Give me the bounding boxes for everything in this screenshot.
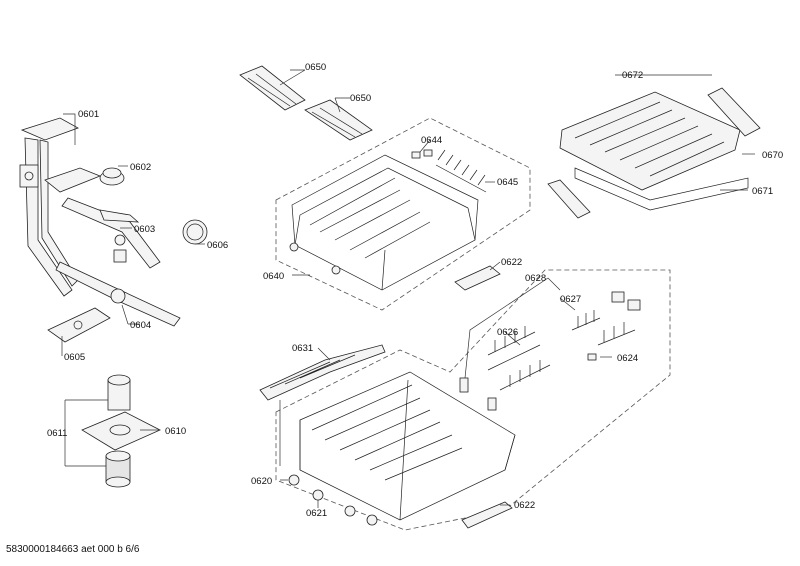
fold-down-tines-0627 (571, 310, 636, 346)
upper-spray-arm-0603 (61, 197, 161, 269)
label-0628: 0628 (525, 273, 546, 284)
label-0606: 0606 (207, 240, 228, 251)
document-reference: 5830000184663 aet 000 b 6/6 (6, 544, 140, 555)
label-0626: 0626 (497, 327, 518, 338)
part-labels: 0650 0650 0601 0602 0603 0606 0604 0605 … (47, 62, 783, 519)
filter-cover-0605 (47, 307, 111, 343)
micro-filter-0611 (105, 450, 131, 488)
label-0620: 0620 (251, 476, 272, 487)
label-0610: 0610 (165, 426, 186, 437)
label-0672: 0672 (622, 70, 643, 81)
label-0622-lower: 0622 (514, 500, 535, 511)
label-0644: 0644 (421, 135, 442, 146)
drawer-rail-0671 (547, 167, 749, 219)
rack-cover-0622-upper (454, 265, 501, 291)
label-0604: 0604 (130, 320, 151, 331)
spray-arm-hub-0602 (99, 167, 125, 186)
label-0601: 0601 (78, 109, 99, 120)
label-0645: 0645 (497, 177, 518, 188)
leader-lines (61, 69, 755, 508)
filter-assembly-0610 (81, 374, 161, 451)
lower-basket-0620 (299, 371, 516, 521)
label-0627: 0627 (560, 294, 581, 305)
rack-cover-0622-lower (461, 501, 513, 529)
label-0631: 0631 (292, 343, 313, 354)
cutlery-insert-0650-b (304, 99, 373, 141)
label-0603: 0603 (134, 224, 155, 235)
label-0611: 0611 (47, 428, 67, 439)
cutlery-drawer-0672 (559, 91, 741, 191)
label-0650-b: 0650 (350, 93, 371, 104)
plate-racks-0626 (487, 326, 551, 391)
cup-rack-0645 (435, 149, 487, 193)
rack-clips-0624 (587, 291, 641, 361)
clip-0644 (411, 149, 433, 159)
basket-rollers-0621 (288, 474, 378, 526)
lower-basket-dashed-frame (275, 269, 671, 531)
label-0624: 0624 (617, 353, 638, 364)
label-0605: 0605 (64, 352, 85, 363)
label-0621: 0621 (306, 508, 327, 519)
label-0640: 0640 (263, 271, 284, 282)
drawer-end-cap-0670 (707, 87, 761, 137)
label-0622-upper: 0622 (501, 257, 522, 268)
spray-arm-supply-pipe (19, 117, 102, 297)
label-0671: 0671 (752, 186, 773, 197)
lower-spray-arm-0604 (55, 261, 181, 327)
label-0602: 0602 (130, 162, 151, 173)
upper-basket-dashed-frame (275, 117, 531, 311)
label-0650-a: 0650 (305, 62, 326, 73)
spray-nozzle-0606 (182, 219, 208, 245)
rack-hinge-0628 (459, 377, 497, 411)
cutlery-holder-0631 (259, 344, 386, 401)
cutlery-insert-0650-a (239, 65, 306, 111)
label-0670: 0670 (762, 150, 783, 161)
upper-basket-0640 (289, 154, 479, 291)
